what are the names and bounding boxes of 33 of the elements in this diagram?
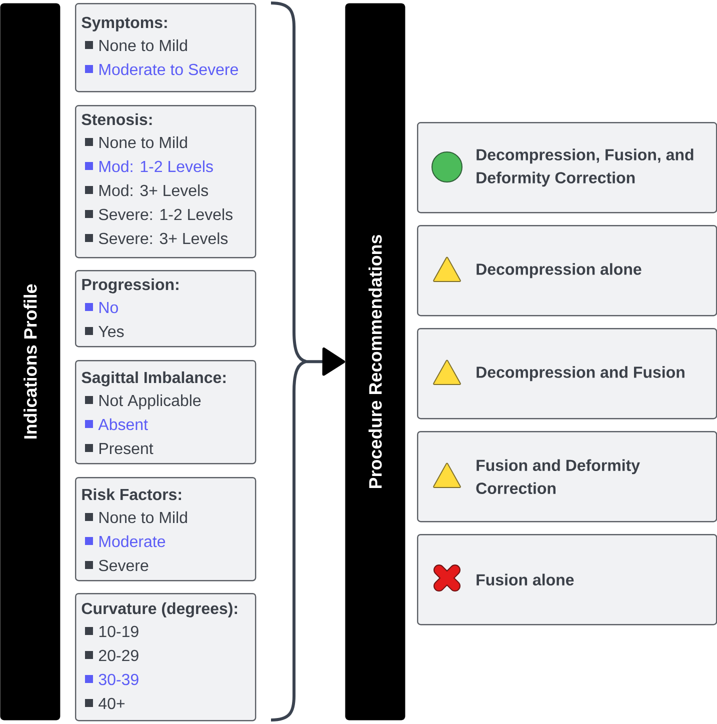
- option-label: Severe: 1-2 Levels: [98, 208, 232, 220]
- recommendation-box: Decompression and Fusion: [417, 328, 717, 420]
- option-label: 40+: [98, 698, 125, 710]
- option-label: Mod: 1-2 Levels: [100, 160, 213, 172]
- brace-arrow: [270, 2, 345, 722]
- option-label: None to Mild: [100, 39, 187, 52]
- recommendation-box: Decompression, Fusion, and Deformity Correction: [417, 122, 717, 214]
- option-label: Not Applicable: [100, 394, 201, 410]
- option-label: No: [100, 302, 118, 314]
- option-label: Moderate: [100, 535, 166, 548]
- category-heading: Sagittal Imbalance:: [82, 371, 226, 386]
- category-heading: Risk Factors:: [82, 488, 181, 500]
- recommendation-box: Fusion alone: [417, 534, 717, 626]
- vertical-header-bar: Procedure Recommendations: [345, 3, 406, 720]
- option-label: Yes: [98, 326, 124, 338]
- option-label: Moderate to Severe: [100, 63, 238, 76]
- option-label: 10-19: [99, 626, 138, 638]
- option-label: Severe: 3+ Levels: [98, 232, 228, 244]
- option-label: None to Mild: [100, 511, 187, 524]
- recommendation-box: Decompression alone: [417, 225, 717, 316]
- vertical-header-bar: Indications Profile: [0, 3, 60, 720]
- option-label: Present: [100, 443, 154, 454]
- option-label: 20-29: [99, 650, 138, 662]
- recommendation-box: Fusion and Deformity Correction: [417, 431, 717, 522]
- category-heading: Stenosis:: [82, 113, 152, 126]
- option-label: None to Mild: [100, 136, 187, 148]
- option-label: 30-39: [98, 674, 138, 686]
- category-heading: Symptoms:: [82, 16, 167, 32]
- option-label: Absent: [98, 418, 148, 430]
- option-label: Severe: [98, 560, 148, 572]
- category-heading: Curvature (degrees):: [82, 602, 237, 618]
- option-label: Mod: 3+ Levels: [100, 184, 208, 196]
- category-heading: Progression:: [82, 278, 178, 294]
